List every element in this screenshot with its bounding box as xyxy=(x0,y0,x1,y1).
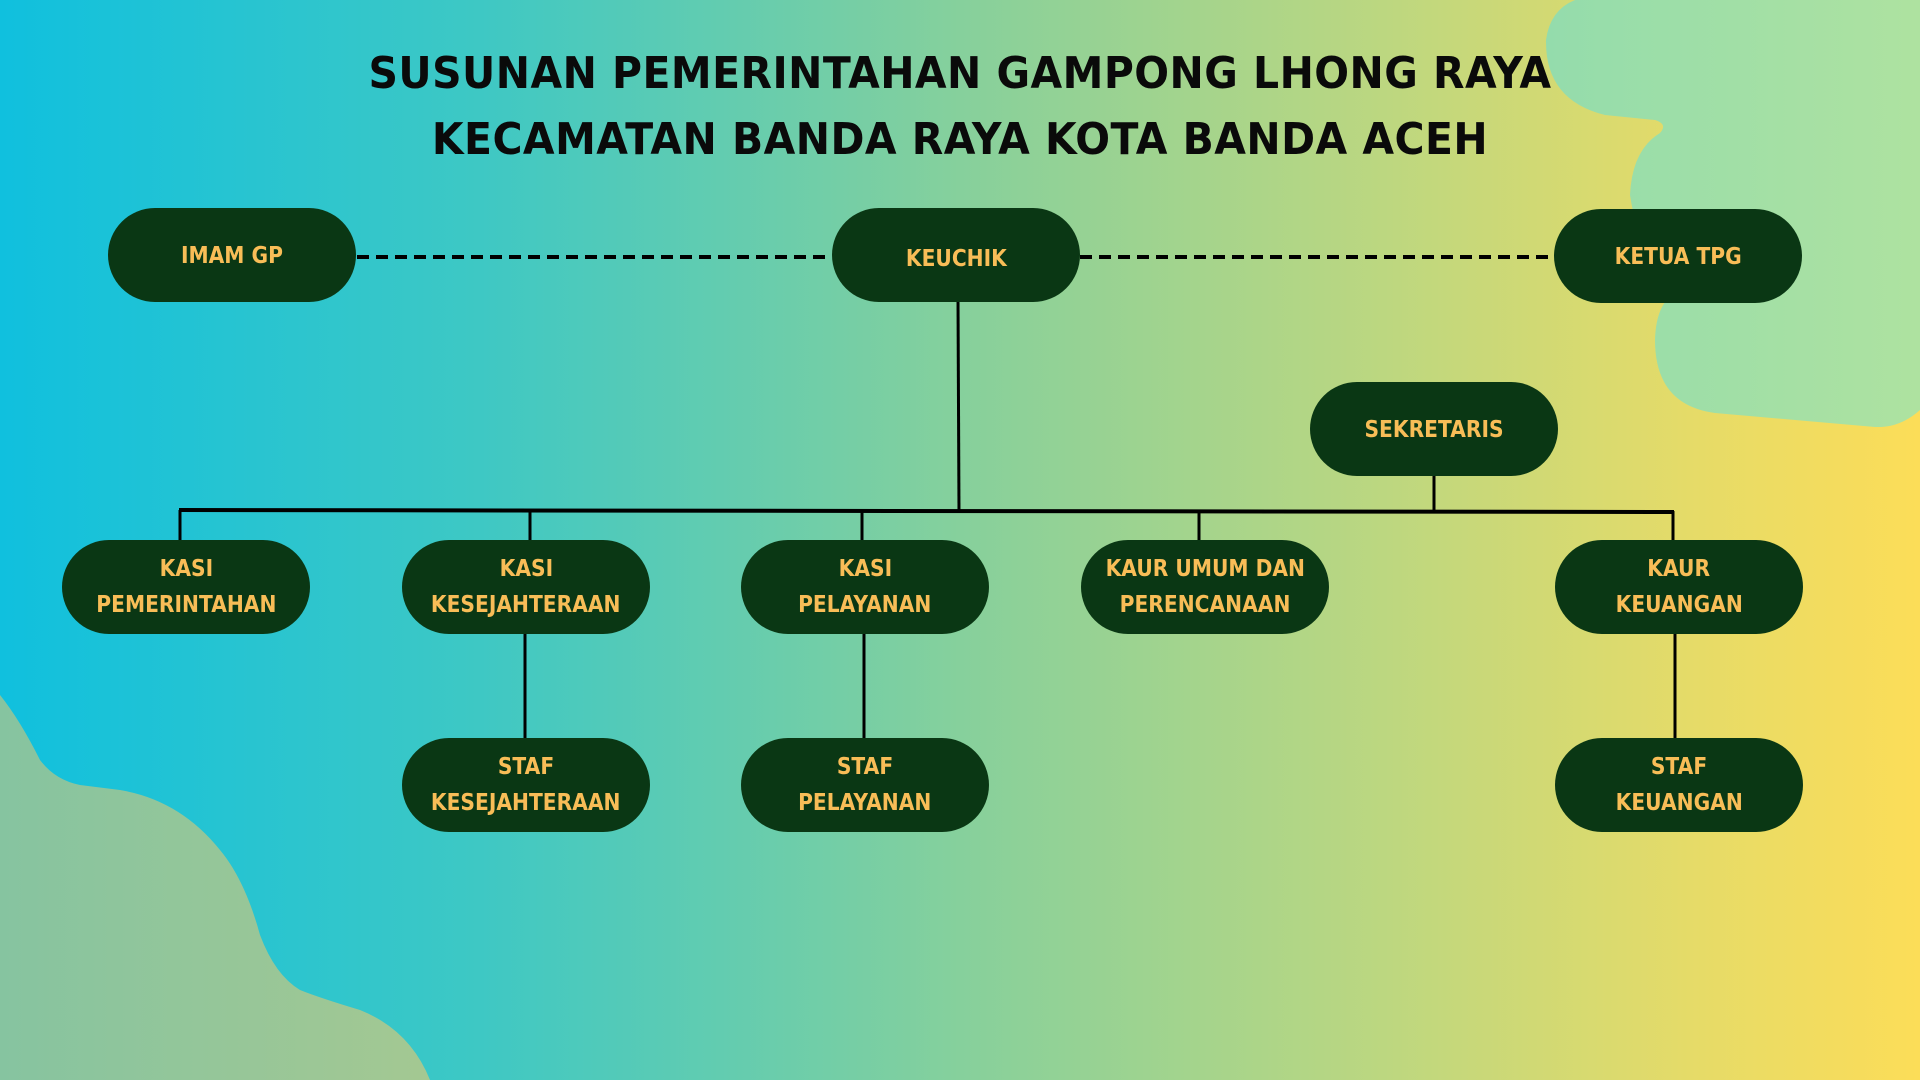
node-label-line-2: KEUANGAN xyxy=(1615,790,1743,816)
node-keuchik: KEUCHIK xyxy=(832,208,1080,302)
node-label-line-2: KESEJAHTERAAN xyxy=(431,790,621,816)
node-kaur-keuangan: KAUR KEUANGAN xyxy=(1555,540,1803,634)
node-kasi-pelayanan: KASI PELAYANAN xyxy=(741,540,989,634)
node-label: KEUCHIK xyxy=(905,246,1007,272)
node-kaur-umum-dan-perencanaan: KAUR UMUM DAN PERENCANAAN xyxy=(1081,540,1329,634)
node-imam-gp: IMAM GP xyxy=(108,208,356,302)
node-label-line-1: STAF xyxy=(836,754,894,780)
page-title-line-1: SUSUNAN PEMERINTAHAN GAMPONG LHONG RAYA xyxy=(368,48,1552,99)
node-label-line-2: PERENCANAAN xyxy=(1119,592,1291,618)
node-label-line-1: KASI xyxy=(499,556,553,582)
node-label-line-1: KASI xyxy=(159,556,213,582)
node-label-line-1: STAF xyxy=(497,754,555,780)
node-label-line-2: PEMERINTAHAN xyxy=(95,592,277,618)
node-label-line-1: KAUR UMUM DAN xyxy=(1105,556,1305,582)
node-kasi-kesejahteraan: KASI KESEJAHTERAAN xyxy=(402,540,650,634)
node-label-line-2: PELAYANAN xyxy=(798,592,932,618)
node-label-line-1: KASI xyxy=(838,556,892,582)
node-label-line-2: KESEJAHTERAAN xyxy=(431,592,621,618)
node-label: IMAM GP xyxy=(181,243,283,269)
node-sekretaris: SEKRETARIS xyxy=(1310,382,1558,476)
node-label-line-1: STAF xyxy=(1650,754,1708,780)
node-label: KETUA TPG xyxy=(1614,244,1742,270)
node-label-line-2: KEUANGAN xyxy=(1615,592,1743,618)
node-label-line-2: PELAYANAN xyxy=(798,790,932,816)
node-kasi-pemerintahan: KASI PEMERINTAHAN xyxy=(62,540,310,634)
node-staf-keuangan: STAF KEUANGAN xyxy=(1555,738,1803,832)
node-staf-kesejahteraan: STAF KESEJAHTERAAN xyxy=(402,738,650,832)
page-title-line-2: KECAMATAN BANDA RAYA KOTA BANDA ACEH xyxy=(431,114,1489,165)
node-ketua-tpg: KETUA TPG xyxy=(1554,209,1802,303)
node-label-line-1: KAUR xyxy=(1647,556,1711,582)
node-label: SEKRETARIS xyxy=(1364,417,1504,443)
node-staf-pelayanan: STAF PELAYANAN xyxy=(741,738,989,832)
